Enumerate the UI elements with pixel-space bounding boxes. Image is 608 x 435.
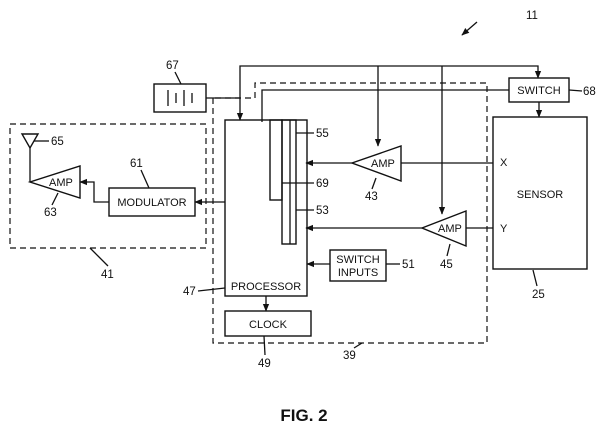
amp-tx-label: AMP — [49, 177, 73, 189]
sensor-leader — [532, 269, 538, 287]
processor-leader — [197, 287, 226, 292]
battery-leader — [174, 71, 182, 85]
power-wire-top — [206, 65, 542, 99]
modulator-label: MODULATOR — [117, 197, 186, 209]
sensor-label: SENSOR — [517, 189, 564, 201]
memory-core-ref: 69 — [316, 178, 329, 190]
modulator-ref: 61 — [130, 158, 143, 170]
switch-inputs-label-line1: SWITCH — [336, 254, 379, 266]
figure-caption: FIG. 2 — [280, 406, 327, 425]
battery-ref: 67 — [166, 60, 179, 72]
main-unit-region-leader — [353, 342, 363, 349]
amp-y-label: AMP — [438, 223, 462, 235]
battery-cells-icon — [167, 90, 193, 106]
amp-y-ref: 45 — [440, 259, 453, 271]
memory-inner-block — [269, 119, 283, 201]
switch-ref: 68 — [583, 86, 596, 98]
switch-control-wire — [261, 89, 509, 122]
switch-inputs-block — [329, 249, 387, 282]
memory-outer-ref: 53 — [316, 205, 329, 217]
clock-label: CLOCK — [249, 319, 288, 331]
switch-leader — [568, 89, 583, 92]
battery — [153, 83, 207, 113]
amp-x-label: AMP — [371, 158, 395, 170]
amp-x-leader — [371, 177, 377, 190]
switch-inputs-label-line2: INPUTS — [338, 267, 378, 279]
clock-leader — [263, 335, 266, 356]
switch-inputs-ref: 51 — [402, 259, 415, 271]
processor-label: PROCESSOR — [231, 281, 301, 293]
memory-outer-block — [281, 119, 297, 245]
amp-y-leader — [446, 243, 451, 257]
signal-x-label: X — [500, 157, 508, 169]
signal-y-label: Y — [500, 223, 508, 235]
sensor-ref: 25 — [532, 289, 545, 301]
clock-block — [224, 310, 312, 337]
processor-block — [224, 119, 308, 297]
modulator-to-amp — [79, 178, 109, 203]
amp-y-triangle — [420, 209, 467, 248]
memory-inner-ref: 55 — [316, 128, 329, 140]
amp-tx-triangle — [27, 165, 81, 199]
figure-ref-11: 11 — [526, 10, 538, 22]
processor-ref: 47 — [183, 286, 196, 298]
clock-ref: 49 — [258, 358, 271, 370]
antenna-ref: 65 — [51, 136, 64, 148]
amp-x-ref: 43 — [365, 191, 378, 203]
sensor-block — [492, 116, 588, 270]
figure-ref-11-arrow — [461, 21, 478, 36]
transmitter-region-leader — [89, 247, 109, 267]
transmitter-region-ref: 41 — [101, 269, 114, 281]
amp-tx-leader — [51, 192, 59, 206]
main-unit-region-ref: 39 — [343, 350, 356, 362]
amp-x-triangle — [349, 145, 402, 183]
modulator-leader — [140, 169, 150, 189]
transmitter-region — [9, 123, 207, 249]
amp-tx-ref: 63 — [44, 207, 57, 219]
switch-label: SWITCH — [517, 85, 560, 97]
main-unit-region — [212, 82, 488, 344]
